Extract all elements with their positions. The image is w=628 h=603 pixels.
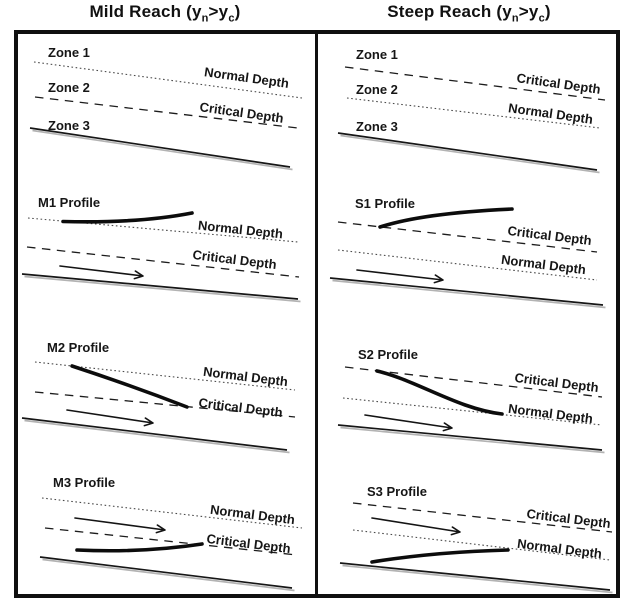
mild-reach-title: Mild Reach (yn>yc) [14,2,316,24]
title-text: Steep Reach (y [387,2,512,21]
m2-profile-curve [70,364,189,409]
m1-profile-curve [61,211,194,224]
normal-depth-label: Normal Depth [209,502,295,527]
panel-s1-profile: S1 Profile Critical Depth Normal Depth [329,196,606,309]
channel-bed-line [21,273,299,300]
panel-m1-profile: M1 Profile Normal Depth Critical Depth [21,195,301,303]
flow-direction-arrow [59,265,144,280]
normal-depth-line [33,61,303,99]
normal-depth-label: Normal Depth [197,218,283,242]
s2-profile-curve [375,369,504,416]
normal-depth-label: Normal Depth [202,364,288,389]
critical-depth-label: Critical Depth [199,99,285,126]
bed-shadow-line [340,134,600,174]
critical-depth-label: Critical Depth [507,223,593,248]
critical-depth-label: Critical Depth [516,70,602,97]
normal-depth-line [346,97,601,129]
m3-profile-curve [75,542,204,553]
subscript-c: c [228,12,235,25]
panel-s3-profile: S3 Profile Critical Depth Normal Depth [339,484,613,594]
subscript-c: c [538,12,545,25]
m2-profile-label: M2 Profile [47,340,109,355]
subscript-n: n [511,12,519,25]
zone3-label: Zone 3 [356,119,398,134]
bed-shadow-line [42,558,295,592]
normal-depth-line [27,217,299,243]
critical-depth-line [344,66,606,101]
title-text: ) [544,2,551,21]
critical-depth-line [34,391,296,418]
critical-depth-line [44,527,298,556]
bed-shadow-line [340,426,605,454]
panel-zones-steep: Zone 1 Zone 2 Zone 3 Critical Depth Norm… [337,47,606,174]
steep-reach-title: Steep Reach (yn>yc) [318,2,620,24]
s1-profile-label: S1 Profile [355,196,415,211]
panel-m3-profile: M3 Profile Normal Depth Critical Depth [39,475,303,592]
normal-depth-label: Normal Depth [203,64,290,91]
bed-shadow-line [32,129,293,171]
flow-direction-arrow [356,269,444,284]
critical-depth-line [352,502,613,533]
normal-depth-label: Normal Depth [507,100,594,127]
critical-depth-label: Critical Depth [192,247,278,272]
bed-shadow-line [24,275,301,303]
title-text: Mild Reach (y [89,2,202,21]
m1-profile-label: M1 Profile [38,195,100,210]
normal-depth-line [342,397,603,426]
panel-m2-profile: M2 Profile Normal Depth Critical Depth [21,340,296,454]
flow-direction-arrow [364,414,453,432]
zone3-label: Zone 3 [48,118,90,133]
zone2-label: Zone 2 [356,82,398,97]
channel-bed-line [339,562,611,591]
flow-direction-arrow [74,517,166,534]
zone1-label: Zone 1 [48,45,90,60]
column-divider [315,30,318,598]
channel-bed-line [337,132,598,171]
critical-depth-line [337,221,598,253]
s3-profile-curve [370,548,510,564]
s3-profile-label: S3 Profile [367,484,427,499]
m3-profile-label: M3 Profile [53,475,115,490]
normal-depth-line [352,529,611,561]
s1-profile-curve [378,207,514,229]
channel-bed-line [21,417,288,451]
title-text: ) [234,2,241,21]
panel-zones-mild: Zone 1 Zone 2 Zone 3 Normal Depth Critic… [29,45,303,171]
normal-depth-label: Normal Depth [507,401,593,426]
zone1-label: Zone 1 [356,47,398,62]
critical-depth-label: Critical Depth [206,531,292,556]
title-text: >y [208,2,229,21]
normal-depth-label: Normal Depth [516,536,602,561]
channel-bed-line [329,277,604,306]
channel-bed-line [337,424,603,451]
title-text: >y [518,2,539,21]
flow-direction-arrow [66,409,154,427]
normal-depth-line [41,497,303,529]
panel-s2-profile: S2 Profile Critical Depth Normal Depth [337,347,605,454]
bed-shadow-line [24,419,290,454]
bed-shadow-line [332,279,606,309]
channel-bed-line [39,556,293,589]
bed-shadow-line [342,564,613,594]
zone2-label: Zone 2 [48,80,90,95]
critical-depth-line [344,366,603,398]
subscript-n: n [201,12,209,25]
normal-depth-line [337,249,598,281]
s2-profile-label: S2 Profile [358,347,418,362]
flow-direction-arrow [371,517,461,536]
critical-depth-line [26,246,300,278]
channel-bed-line [29,127,291,168]
critical-depth-label: Critical Depth [198,395,284,420]
